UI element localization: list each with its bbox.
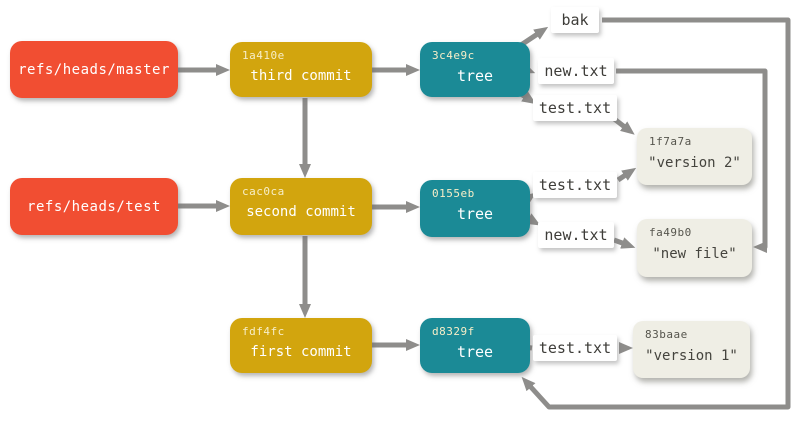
blob-1f7a7a-content: "version 2": [648, 155, 741, 171]
file-label-newtxt-1: new.txt: [538, 58, 614, 84]
commit-third-hash: 1a410e: [242, 49, 285, 62]
tree-box-3c4e9c: 3c4e9c tree: [420, 42, 530, 97]
file-label-bak: bak: [551, 7, 599, 33]
file-label-testtxt-3: test.txt: [533, 335, 617, 361]
ref-master-label: refs/heads/master: [18, 61, 170, 78]
ref-box-master: refs/heads/master: [10, 41, 178, 98]
ref-test-label: refs/heads/test: [27, 198, 161, 215]
blob-box-1f7a7a: 1f7a7a "version 2": [637, 128, 752, 185]
blob-fa49b0-hash: fa49b0: [649, 226, 692, 239]
commit-first-hash: fdf4fc: [242, 325, 285, 338]
edge-testtxt2-to-blob-1f7a7a: [616, 167, 637, 183]
tree-3c4e9c-hash: 3c4e9c: [432, 49, 475, 62]
file-label-testtxt-2: test.txt: [533, 172, 617, 198]
edge-newtxt2-to-blob-fa49b0: [613, 237, 636, 249]
tree-0155eb-hash: 0155eb: [432, 187, 475, 200]
tree-box-0155eb: 0155eb tree: [420, 180, 530, 237]
commit-second-hash: cac0ca: [242, 185, 285, 198]
tree-box-d8329f: d8329f tree: [420, 318, 530, 373]
blob-fa49b0-content: "new file": [652, 246, 737, 262]
blob-box-83baae: 83baae "version 1": [633, 321, 750, 378]
commit-second-message: second commit: [246, 204, 356, 220]
commit-box-second: cac0ca second commit: [230, 178, 372, 235]
commit-box-third: 1a410e third commit: [230, 42, 372, 97]
blob-83baae-content: "version 1": [645, 348, 738, 364]
commit-first-message: first commit: [250, 344, 352, 360]
tree-d8329f-label: tree: [456, 343, 494, 361]
blob-box-fa49b0: fa49b0 "new file": [637, 219, 752, 277]
blob-1f7a7a-hash: 1f7a7a: [649, 135, 692, 148]
edge-bak-loop-to-tree-d8329f: [521, 17, 791, 410]
tree-3c4e9c-label: tree: [456, 67, 494, 85]
blob-83baae-hash: 83baae: [645, 328, 688, 341]
edge-newtxt-loop-to-blob-fa49b0: [616, 68, 768, 253]
file-label-testtxt-1: test.txt: [533, 95, 617, 121]
file-label-newtxt-2: new.txt: [538, 222, 614, 248]
ref-box-test: refs/heads/test: [10, 178, 178, 235]
commit-box-first: fdf4fc first commit: [230, 318, 372, 373]
tree-d8329f-hash: d8329f: [432, 325, 475, 338]
commit-third-message: third commit: [250, 68, 352, 84]
tree-0155eb-label: tree: [456, 205, 494, 223]
